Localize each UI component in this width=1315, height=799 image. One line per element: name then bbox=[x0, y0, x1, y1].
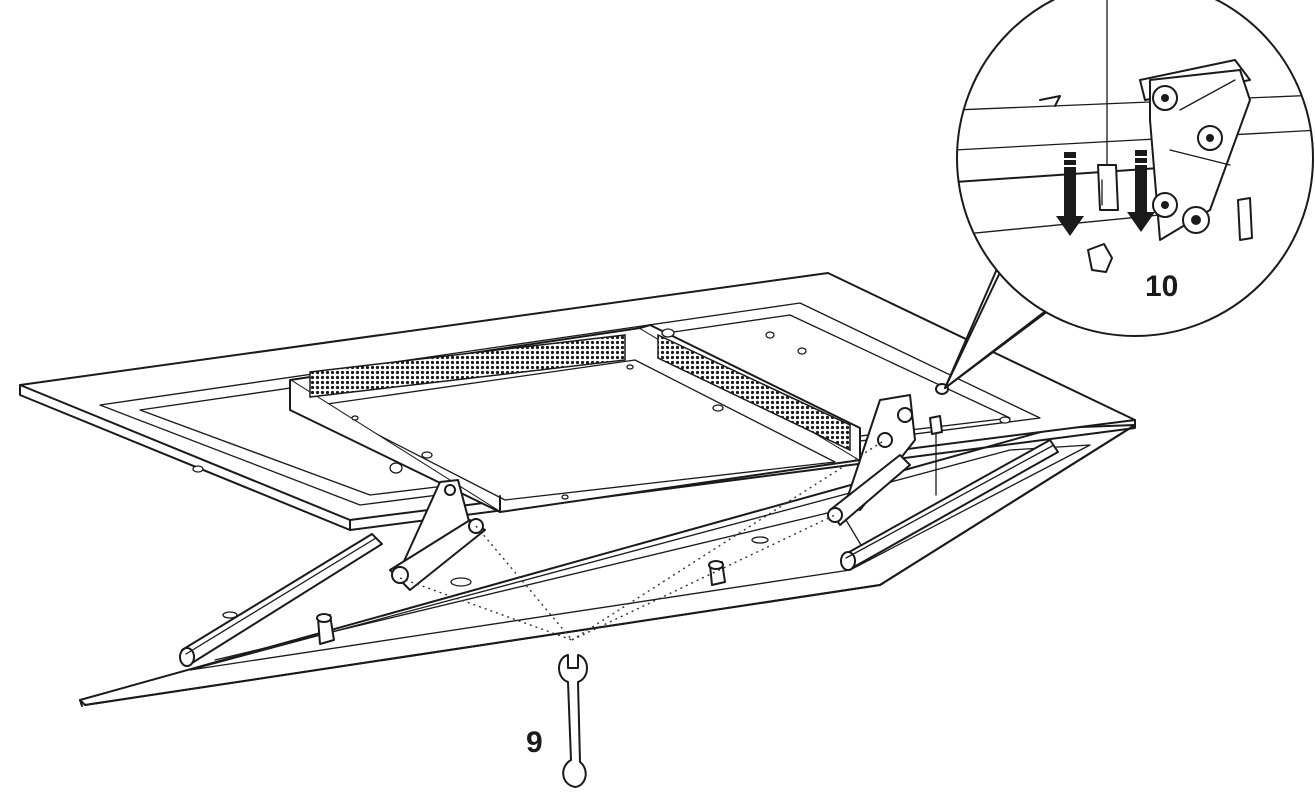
detail-callout bbox=[944, 0, 1314, 389]
center-box bbox=[289, 324, 861, 513]
lower-panel-clips bbox=[222, 536, 769, 645]
wrench-icon bbox=[558, 654, 588, 788]
step-10-label: 10 bbox=[1145, 270, 1178, 303]
right-hinge bbox=[827, 383, 949, 526]
right-rail-rod bbox=[840, 439, 1059, 571]
left-rail-rod bbox=[179, 533, 383, 667]
arrow-dash-marks bbox=[1062, 156, 1149, 167]
step-9-label: 9 bbox=[526, 726, 543, 759]
down-arrow-right-icon bbox=[1127, 150, 1155, 232]
down-arrow-left-icon bbox=[1056, 152, 1084, 236]
wrench-guide-lines bbox=[399, 439, 886, 641]
left-hinge bbox=[389, 479, 486, 591]
